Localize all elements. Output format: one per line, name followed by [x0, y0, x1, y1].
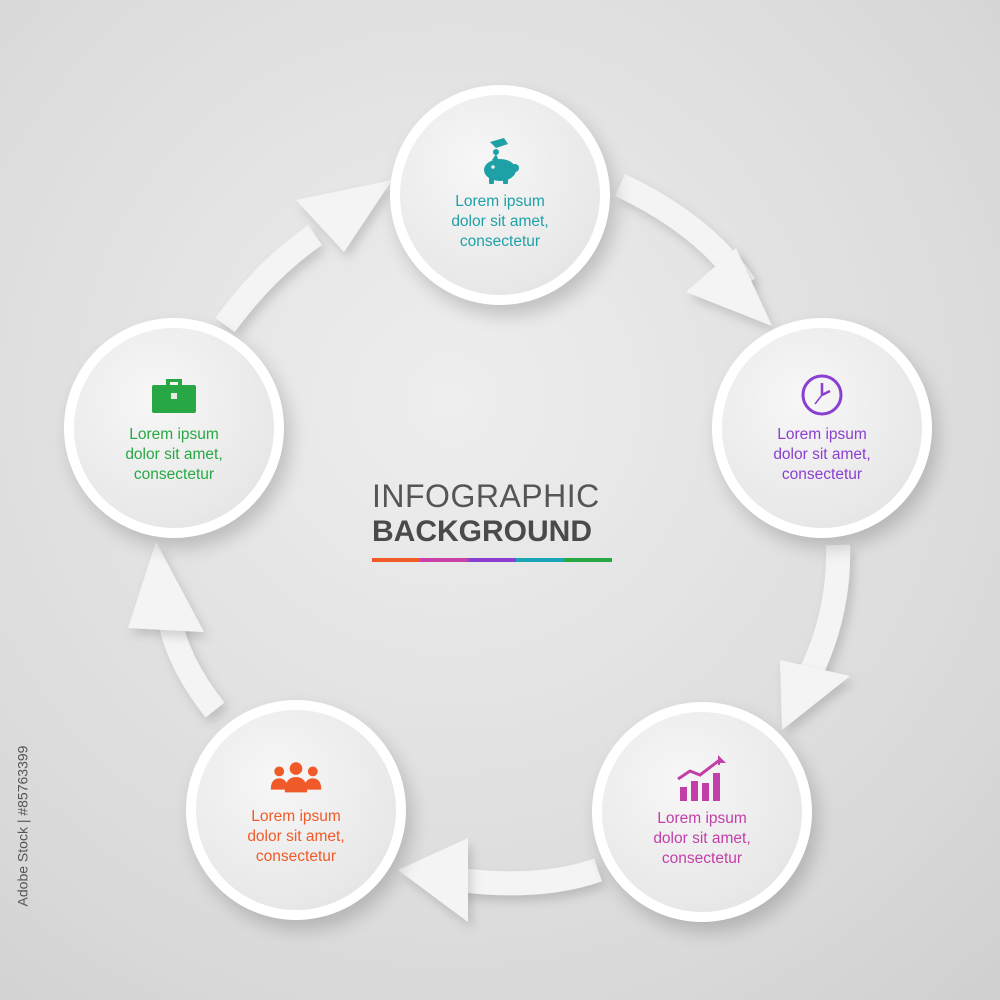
clock-icon: [794, 371, 850, 419]
underline-segment-teal: [516, 558, 564, 562]
node-text-top: Lorem ipsum dolor sit amet, consectetur: [451, 193, 549, 250]
title-color-underline: [372, 558, 612, 562]
arrowhead-left-up: [128, 542, 204, 632]
arrowhead-top: [296, 180, 392, 252]
title-line-2: BACKGROUND: [372, 515, 592, 548]
center-title: INFOGRAPHIC BACKGROUND: [372, 478, 612, 562]
arrowhead-left: [398, 838, 468, 922]
underline-segment-orange: [372, 558, 420, 562]
cycle-node-top: Lorem ipsum dolor sit amet, consectetur: [390, 85, 610, 305]
cycle-node-left: Lorem ipsum dolor sit amet, consectetur: [64, 318, 284, 538]
people-group-icon: [268, 753, 324, 801]
node-text-bottom-right: Lorem ipsum dolor sit amet, consectetur: [653, 810, 751, 867]
cycle-node-right: Lorem ipsum dolor sit amet, consectetur: [712, 318, 932, 538]
arrow-right-to-bottom: [801, 544, 851, 676]
title-line-1: INFOGRAPHIC: [372, 478, 600, 514]
growth-chart-icon: [674, 755, 730, 803]
arrow-bottom-to-left: [458, 858, 602, 896]
underline-segment-green: [564, 558, 612, 562]
cycle-node-bottom-right: Lorem ipsum dolor sit amet, consectetur: [592, 702, 812, 922]
arrowhead-right: [686, 248, 772, 326]
node-text-right: Lorem ipsum dolor sit amet, consectetur: [773, 426, 871, 483]
arrow-left-to-top: [215, 225, 322, 333]
piggy-bank-icon: [472, 138, 528, 186]
briefcase-icon: [146, 371, 202, 419]
stock-id-watermark: Adobe Stock | #85763399: [14, 745, 31, 907]
underline-segment-pink: [420, 558, 468, 562]
underline-segment-purple: [468, 558, 516, 562]
node-text-bottom-left: Lorem ipsum dolor sit amet, consectetur: [247, 808, 345, 865]
cycle-node-bottom-left: Lorem ipsum dolor sit amet, consectetur: [186, 700, 406, 920]
node-text-left: Lorem ipsum dolor sit amet, consectetur: [125, 426, 223, 483]
arrowhead-bottom: [780, 660, 850, 730]
